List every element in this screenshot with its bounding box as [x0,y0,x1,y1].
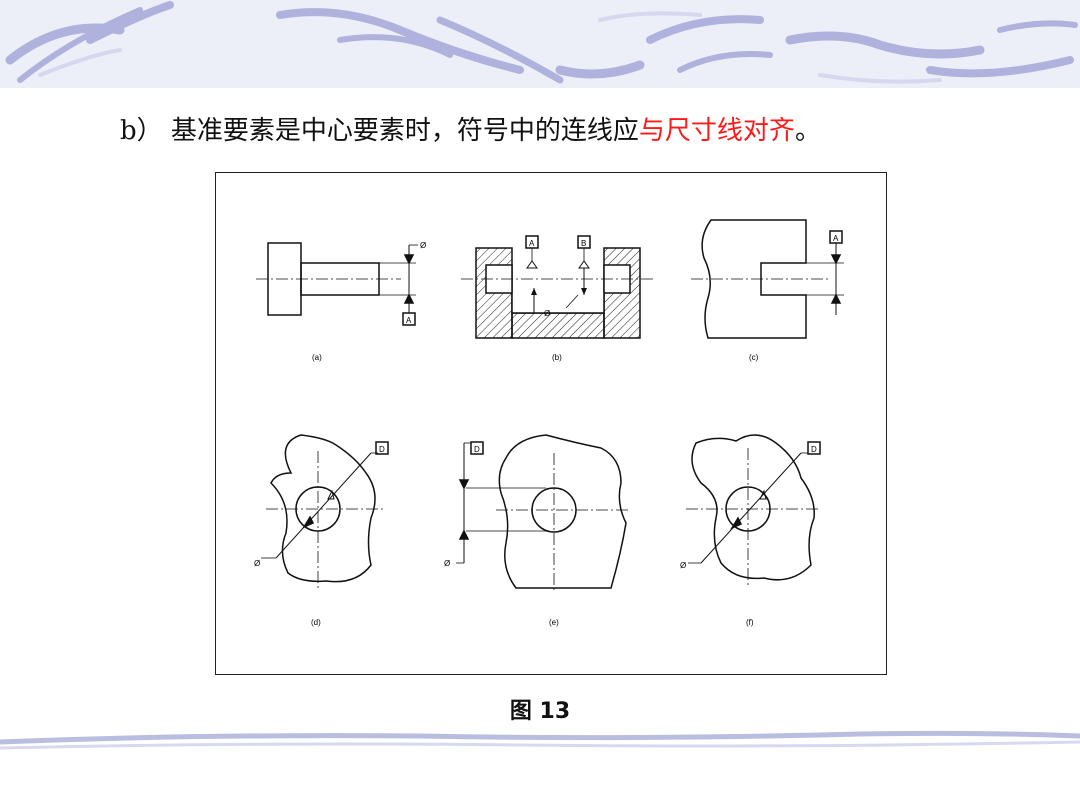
panel-c-label: (c) [749,353,759,362]
panel-d-drawing [261,434,389,588]
panel-a-drawing [256,242,418,326]
panel-c-datum: A [833,234,839,243]
panel-a-dim-symbol: Ø [420,241,426,250]
panel-e-datum: D [474,445,480,454]
panel-e-drawing [456,434,628,591]
panel-b-datum-b: B [581,239,586,248]
panel-d-datum: D [379,445,385,454]
panel-e-dim-symbol: Ø [444,559,450,568]
heading-highlight: 与尺寸线对齐 [638,116,795,146]
panel-a-label: (a) [312,353,322,362]
panel-c-drawing [691,219,844,339]
figure-caption: 图 13 [509,699,571,724]
engineering-drawing-figure: Ø A (a) A B Ø (b) [215,172,887,675]
panel-b-dim-symbol: Ø [544,309,550,318]
heading-prefix: b） 基准要素是中心要素时，符号中的连线应 [120,116,639,146]
slide-heading: b） 基准要素是中心要素时，符号中的连线应与尺寸线对齐。 [120,110,821,147]
decorative-bottom-wave [0,730,1080,750]
panel-f-datum: D [811,445,817,454]
panel-d-label: (d) [311,618,321,627]
panel-d-dim-symbol: Ø [254,559,260,568]
panel-a-datum: A [406,316,412,325]
panel-b-datum-a: A [529,239,535,248]
heading-suffix: 。 [794,116,821,146]
panel-f-dim-symbol: Ø [680,561,686,570]
panel-e-label: (e) [549,618,559,627]
panel-f-label: (f) [746,618,754,627]
panel-b-drawing [461,235,656,339]
decorative-banner [0,0,1080,88]
panel-b-label: (b) [552,353,562,362]
panel-f-drawing [686,434,821,585]
